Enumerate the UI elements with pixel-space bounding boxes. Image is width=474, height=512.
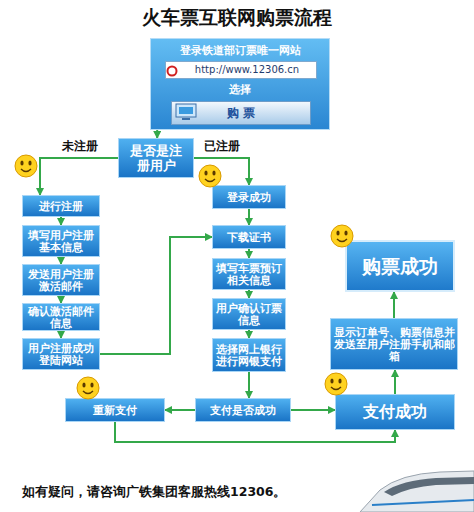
flow-arrow (60, 217, 62, 225)
button-box: 购 票 (171, 101, 311, 125)
node-text: 支付成功 (363, 406, 427, 418)
flow-arrow (248, 290, 250, 298)
flow-arrow (393, 292, 395, 318)
process-box: 支付是否成功 (195, 398, 291, 422)
node-text: http://www.12306.cn (195, 64, 299, 76)
flow-arrow (40, 158, 118, 195)
process-box: 填写用户注册基本信息 (22, 225, 100, 257)
process-box: 用户确认订票信息 (212, 298, 286, 330)
process-box: 下载证书 (212, 225, 286, 249)
url-field: http://www.12306.cn (165, 61, 317, 79)
footnote: 如有疑问，请咨询广铁集团客服热线12306。 (22, 484, 287, 501)
smiley (325, 373, 347, 395)
flow-arrow (248, 330, 250, 338)
title: 火车票互联网购票流程 (0, 5, 474, 31)
node-text: 进行注册 (39, 200, 83, 212)
node-text: 用户确认订票信息 (213, 302, 285, 326)
flow-arrow (60, 296, 62, 303)
edge-label: 已注册 (204, 138, 240, 155)
process-box: 进行注册 (22, 195, 100, 217)
edge-label: 未注册 (62, 138, 98, 155)
flow-arrow (60, 331, 62, 338)
process-box: 用户注册成功登陆网站 (22, 338, 100, 370)
process-box: 重新支付 (65, 398, 165, 422)
flow-arrow (156, 130, 158, 138)
node-text: 下载证书 (227, 231, 271, 243)
node-text: 登录铁道部订票唯一网站 (151, 44, 329, 56)
result-box: 购票成功 (345, 240, 455, 292)
flow-arrow (194, 158, 249, 185)
node-text: 填写用户注册基本信息 (23, 229, 99, 253)
result-box: 支付成功 (335, 394, 455, 430)
node-text: 发送用户注册激活邮件 (23, 268, 99, 292)
node-text: 显示订单号、购票信息并发送至用户注册手机和邮箱 (331, 326, 457, 362)
process-box: 显示订单号、购票信息并发送至用户注册手机和邮箱 (330, 318, 458, 370)
node-text: 是否是注册用户 (125, 143, 187, 173)
flow-arrow (100, 237, 212, 354)
flow-arrow (291, 409, 335, 411)
node-text: 选择网上银行进行网银支付 (213, 343, 285, 367)
node-text: 确认激活邮件信息 (23, 305, 99, 329)
node-text: 选择 (151, 83, 329, 95)
node-text: 填写车票预订相关信息 (213, 262, 285, 286)
process-box: 发送用户注册激活邮件 (22, 264, 100, 296)
process-box: 确认激活邮件信息 (22, 303, 100, 331)
process-box: 登录成功 (212, 185, 286, 209)
flow-arrow (394, 370, 396, 394)
node-text: 购 票 (227, 107, 255, 119)
smiley (77, 377, 99, 399)
website-box: 登录铁道部订票唯一网站选择 http://www.12306.cn 购 票 (150, 38, 330, 130)
train-illustration (360, 471, 474, 512)
decision-box: 是否是注册用户 (118, 138, 194, 178)
process-box: 填写车票预订相关信息 (212, 258, 286, 290)
flow-arrow (248, 209, 250, 225)
node-text: 登录成功 (227, 191, 271, 203)
process-box: 选择网上银行进行网银支付 (212, 338, 286, 372)
flow-arrow (248, 372, 250, 398)
node-text: 购票成功 (362, 260, 438, 272)
smiley (15, 155, 37, 177)
node-text: 支付是否成功 (210, 404, 276, 416)
flow-arrow (248, 249, 250, 258)
flow-arrow (60, 257, 62, 264)
node-text: 重新支付 (93, 404, 137, 416)
node-text: 用户注册成功登陆网站 (23, 342, 99, 366)
flow-arrow (165, 409, 195, 411)
smiley (199, 165, 221, 187)
